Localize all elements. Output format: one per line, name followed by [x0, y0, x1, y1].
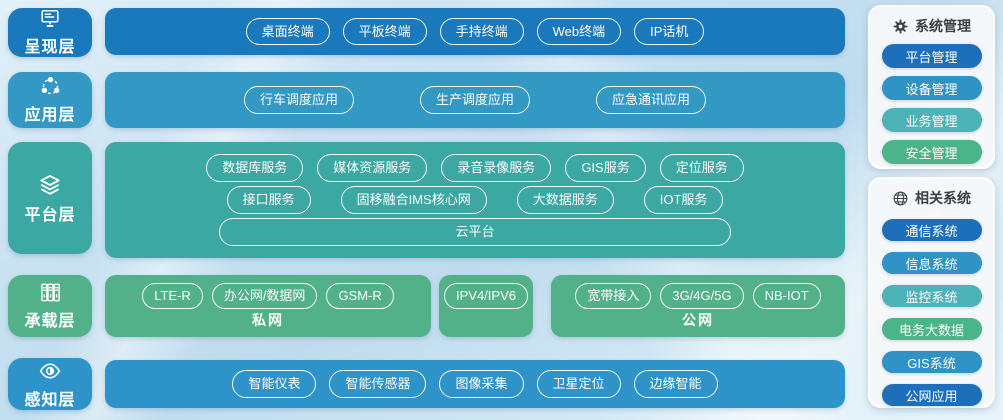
node-interface-service: 接口服务 — [226, 186, 311, 214]
node-ip-phone: IP话机 — [634, 17, 705, 46]
layer-label: 承载层 — [24, 313, 76, 330]
node-bigdata-service: 大数据服务 — [516, 186, 614, 214]
node-handheld-terminal: 手持终端 — [439, 17, 524, 46]
bearer-ip-block: IPV4/IPV6 — [439, 275, 533, 337]
node-nb-iot: NB-IOT — [752, 283, 821, 309]
globe-icon — [892, 190, 909, 207]
side-item-security-mgmt: 安全管理 — [881, 140, 982, 164]
row-platform: 数据库服务 媒体资源服务 录音录像服务 GIS服务 定位服务 接口服务 固移融合… — [105, 142, 845, 258]
monitor-icon — [39, 8, 61, 30]
node-3g4g5g: 3G/4G/5G — [660, 283, 744, 309]
layer-label: 感知层 — [24, 391, 76, 409]
layer-tile-bearer: 承载层 — [8, 275, 92, 337]
server-racks-icon — [39, 281, 62, 304]
platform-services-row-2: 接口服务 固移融合IMS核心网 大数据服务 IOT服务 — [226, 186, 724, 214]
public-network-label: 公网 — [682, 311, 714, 328]
node-broadband-access: 宽带接入 — [575, 283, 652, 309]
node-tablet-terminal: 平板终端 — [342, 17, 427, 46]
node-web-terminal: Web终端 — [536, 17, 622, 46]
side-item-electrical-bigdata: 电务大数据 — [881, 318, 982, 340]
side-item-business-mgmt: 业务管理 — [881, 108, 982, 132]
layers-icon — [37, 172, 63, 198]
side-item-gis-system: GIS系统 — [881, 351, 982, 373]
system-management-header: 系统管理 — [892, 16, 971, 36]
node-train-dispatch-app: 行车调度应用 — [243, 86, 354, 114]
system-management-panel: 系统管理 平台管理 设备管理 业务管理 安全管理 — [868, 5, 995, 169]
side-item-device-mgmt: 设备管理 — [881, 76, 982, 100]
node-satellite-positioning: 卫星定位 — [536, 370, 621, 398]
related-systems-panel: 相关系统 通信系统 信息系统 监控系统 电务大数据 GIS系统 公网应用 — [868, 177, 995, 408]
layer-tile-presentation: 呈现层 — [8, 8, 92, 57]
node-production-dispatch-app: 生产调度应用 — [419, 86, 530, 114]
bearer-public-network-block: 宽带接入 3G/4G/5G NB-IOT 公网 — [551, 275, 845, 337]
node-smart-meter: 智能仪表 — [232, 370, 317, 398]
node-media-resource-service: 媒体资源服务 — [317, 154, 428, 182]
bearer-public-pills: 宽带接入 3G/4G/5G NB-IOT — [575, 283, 821, 309]
eye-icon — [38, 359, 62, 383]
node-gis-service: GIS服务 — [565, 154, 646, 182]
node-office-data-network: 办公网/数据网 — [211, 283, 318, 309]
panel-title: 系统管理 — [915, 18, 971, 34]
layer-tile-platform: 平台层 — [8, 142, 92, 254]
side-item-platform-mgmt: 平台管理 — [881, 44, 982, 68]
private-network-label: 私网 — [252, 311, 284, 328]
row-presentation: 桌面终端 平板终端 手持终端 Web终端 IP话机 — [105, 8, 845, 55]
node-smart-sensor: 智能传感器 — [329, 370, 427, 398]
node-desktop-terminal: 桌面终端 — [245, 17, 330, 46]
side-item-information-system: 信息系统 — [881, 252, 982, 274]
gear-icon — [892, 18, 909, 35]
layer-label: 应用层 — [24, 107, 76, 124]
node-recording-service: 录音录像服务 — [441, 154, 552, 182]
node-gsm-r: GSM-R — [326, 283, 394, 309]
node-cloud-platform: 云平台 — [219, 218, 731, 246]
node-ims-core-network: 固移融合IMS核心网 — [340, 186, 487, 214]
bearer-private-network-block: LTE-R 办公网/数据网 GSM-R 私网 — [105, 275, 431, 337]
node-emergency-comm-app: 应急通讯应用 — [596, 86, 707, 114]
side-item-public-network-app: 公网应用 — [881, 384, 982, 406]
layer-label: 平台层 — [24, 206, 76, 224]
node-image-capture: 图像采集 — [439, 370, 524, 398]
node-positioning-service: 定位服务 — [659, 154, 744, 182]
node-database-service: 数据库服务 — [206, 154, 304, 182]
node-lte-r: LTE-R — [142, 283, 203, 309]
bearer-ip-pills: IPV4/IPV6 — [444, 283, 528, 309]
panel-title: 相关系统 — [915, 190, 971, 206]
related-systems-header: 相关系统 — [892, 188, 971, 208]
layer-label: 呈现层 — [24, 39, 76, 56]
platform-services-row-1: 数据库服务 媒体资源服务 录音录像服务 GIS服务 定位服务 — [206, 154, 744, 182]
side-item-communication-system: 通信系统 — [881, 219, 982, 241]
row-application: 行车调度应用 生产调度应用 应急通讯应用 — [105, 72, 845, 128]
bearer-private-pills: LTE-R 办公网/数据网 GSM-R — [142, 283, 394, 309]
node-ipv4-ipv6: IPV4/IPV6 — [444, 283, 528, 309]
node-edge-intelligence: 边缘智能 — [633, 370, 718, 398]
layer-tile-perception: 感知层 — [8, 358, 92, 410]
layer-tile-application: 应用层 — [8, 72, 92, 128]
share-nodes-icon — [39, 75, 62, 98]
platform-services-row-3: 云平台 — [219, 218, 731, 246]
node-iot-service: IOT服务 — [643, 186, 724, 214]
side-item-monitoring-system: 监控系统 — [881, 285, 982, 307]
row-perception: 智能仪表 智能传感器 图像采集 卫星定位 边缘智能 — [105, 360, 845, 408]
